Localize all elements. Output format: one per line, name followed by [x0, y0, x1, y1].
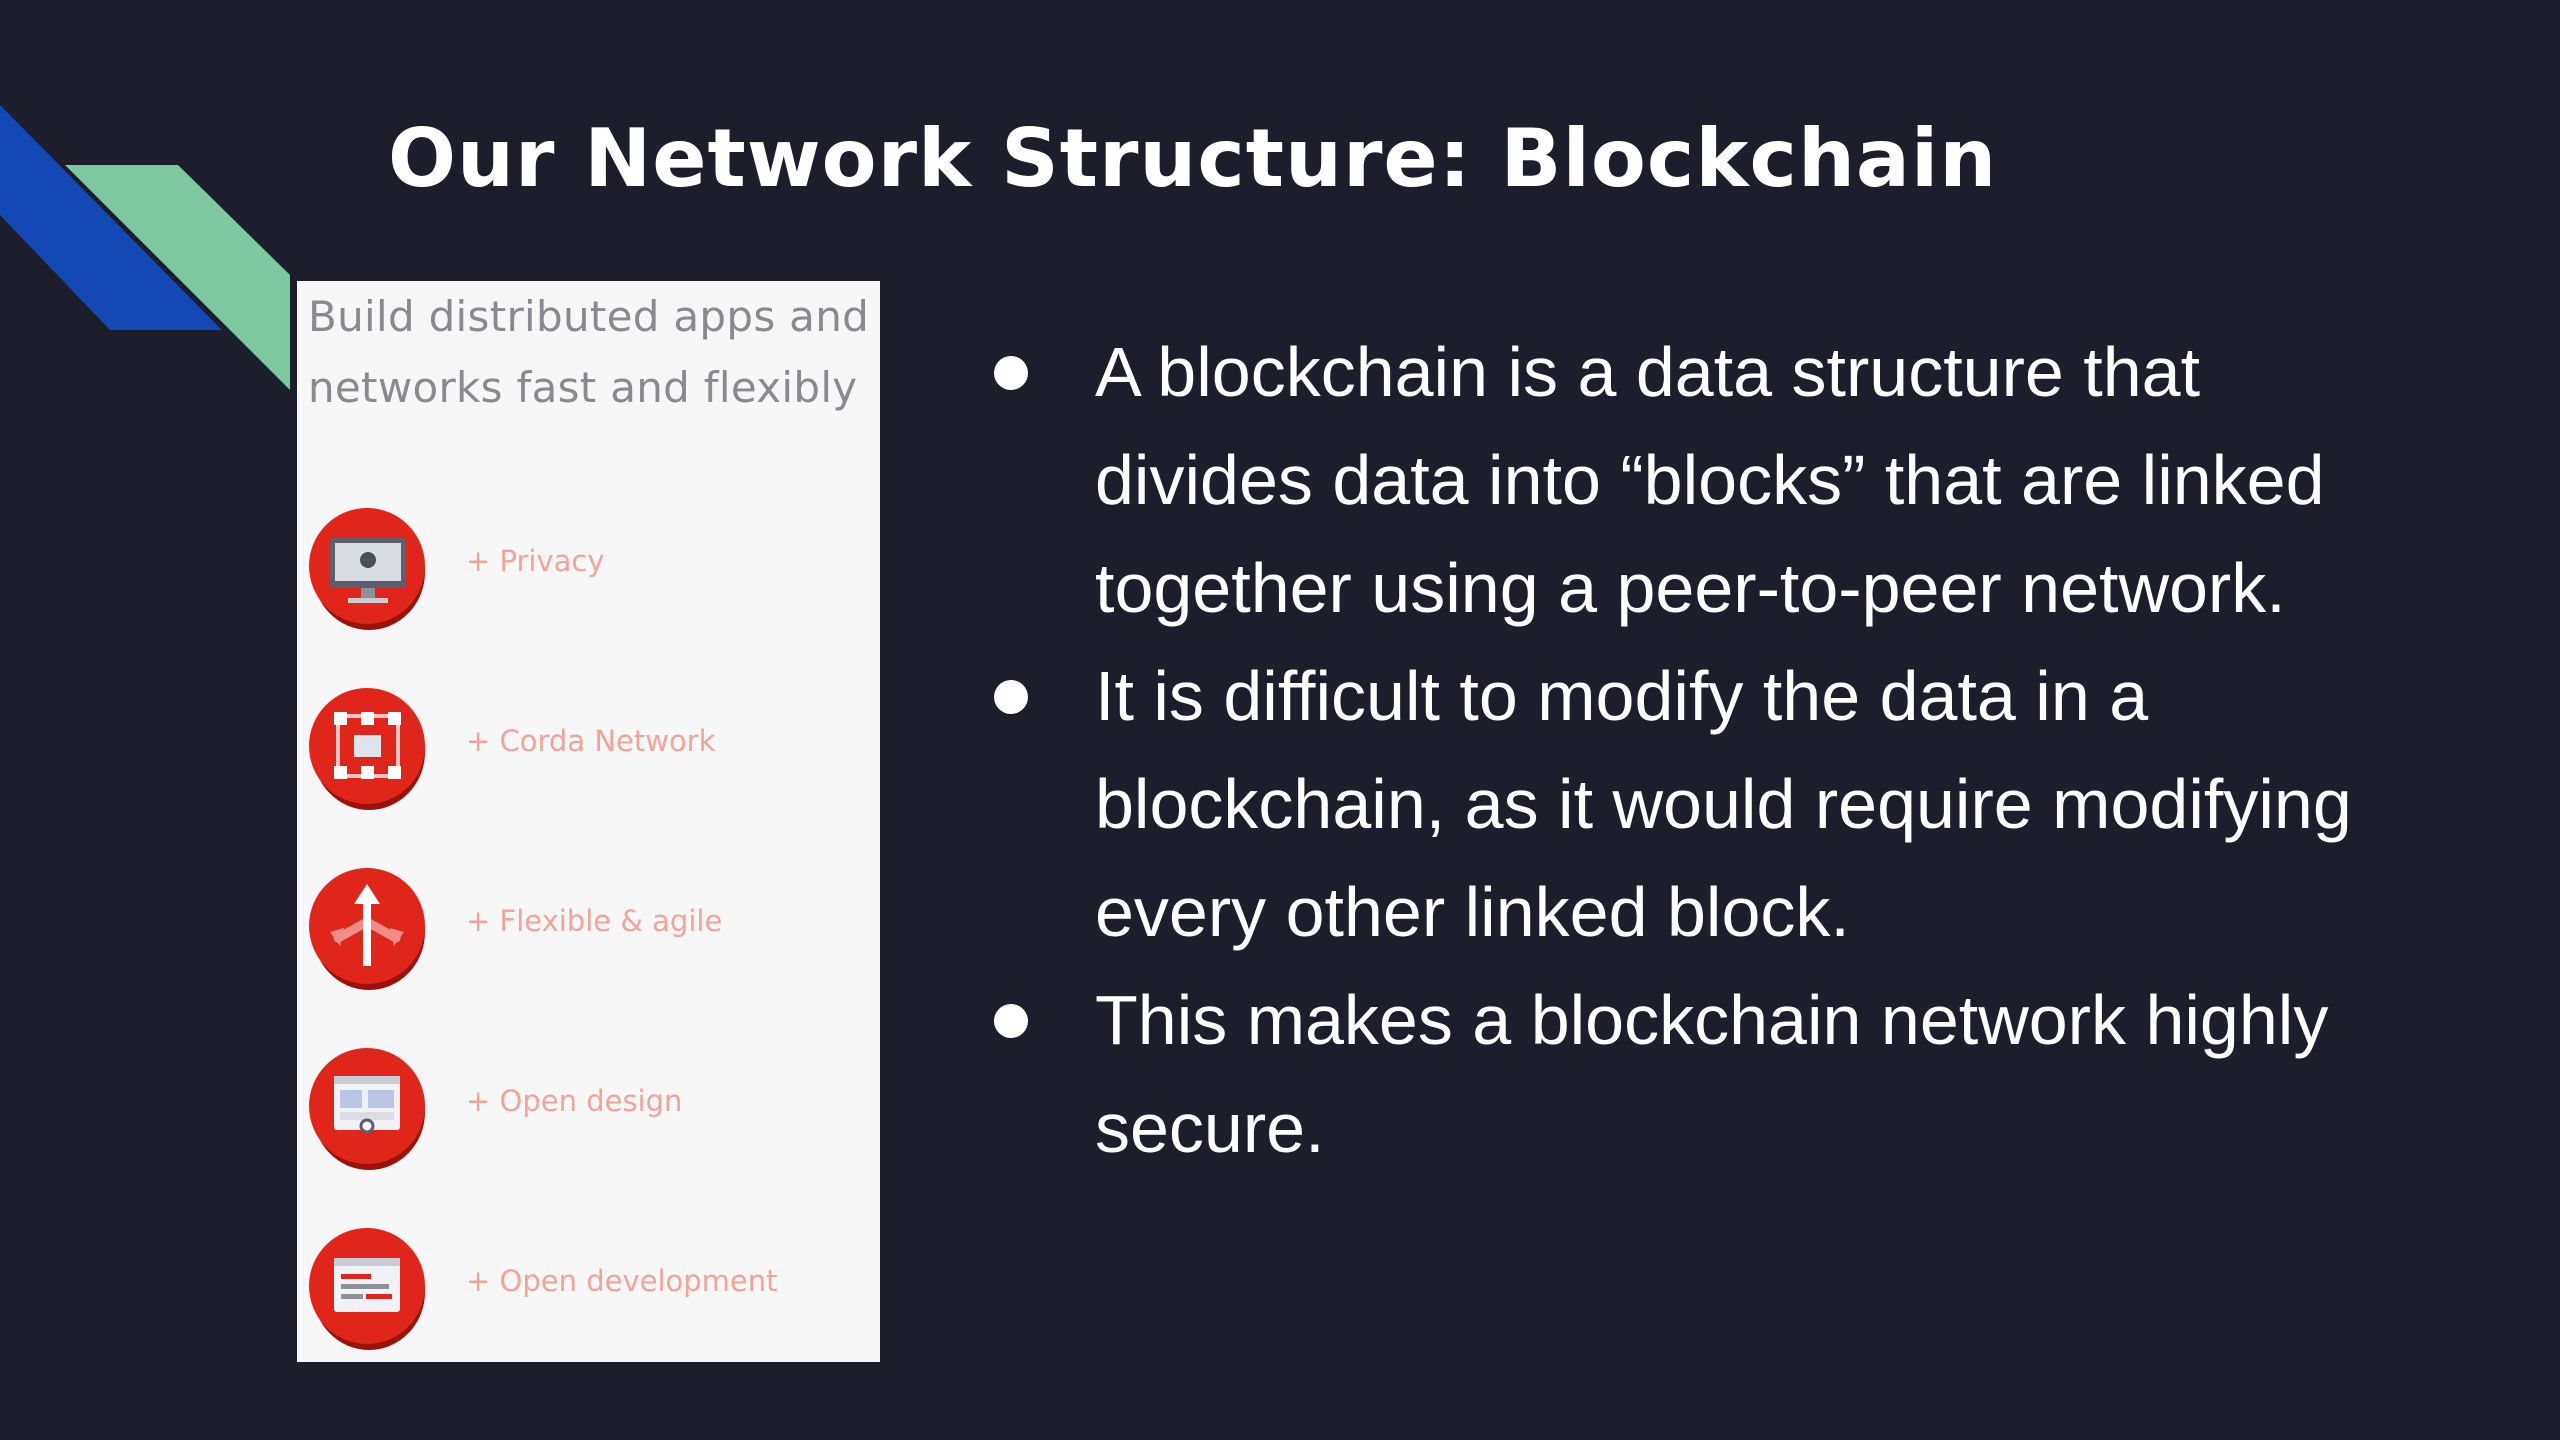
- bullet-text: This makes a blockchain network highly s…: [1095, 981, 2329, 1167]
- browser-window-icon: [309, 1048, 425, 1170]
- bullet-item: It is difficult to modify the data in a …: [990, 642, 2430, 966]
- feature-item-open-design: + Open design: [308, 1040, 868, 1176]
- feature-label: + Corda Network: [466, 724, 716, 758]
- bullet-item: This makes a blockchain network highly s…: [990, 966, 2430, 1182]
- feature-label: + Open development: [466, 1264, 778, 1298]
- green-stripe: [65, 165, 290, 390]
- feature-item-open-development: + Open development: [308, 1220, 868, 1356]
- blue-stripe: [0, 105, 222, 330]
- split-arrows-icon: [309, 868, 425, 990]
- monitor-icon: [309, 508, 425, 630]
- bullet-item: A blockchain is a data structure that di…: [990, 318, 2430, 642]
- feature-label: + Flexible & agile: [466, 904, 723, 938]
- panel-heading-line-1: Build distributed apps and: [308, 292, 870, 341]
- bullet-text: It is difficult to modify the data in a …: [1095, 657, 2352, 951]
- bullet-text: A blockchain is a data structure that di…: [1095, 333, 2325, 627]
- feature-label: + Open design: [466, 1084, 683, 1118]
- feature-label: + Privacy: [466, 544, 605, 578]
- feature-item-flexible-agile: + Flexible & agile: [308, 860, 868, 996]
- network-nodes-icon: [309, 688, 425, 810]
- feature-item-privacy: + Privacy: [308, 500, 868, 636]
- bullet-dot-icon: [994, 356, 1028, 390]
- feature-item-corda-network: + Corda Network: [308, 680, 868, 816]
- panel-heading: Build distributed apps and networks fast…: [308, 281, 878, 423]
- panel-heading-line-2: networks fast and flexibly: [308, 363, 858, 412]
- bullet-dot-icon: [994, 1004, 1028, 1038]
- bullet-dot-icon: [994, 680, 1028, 714]
- corner-stripes-decoration: [0, 105, 290, 390]
- bullet-list: A blockchain is a data structure that di…: [990, 318, 2430, 1182]
- slide-title: Our Network Structure: Blockchain: [388, 112, 1998, 205]
- code-window-icon: [309, 1228, 425, 1350]
- features-image-panel: Build distributed apps and networks fast…: [297, 281, 880, 1362]
